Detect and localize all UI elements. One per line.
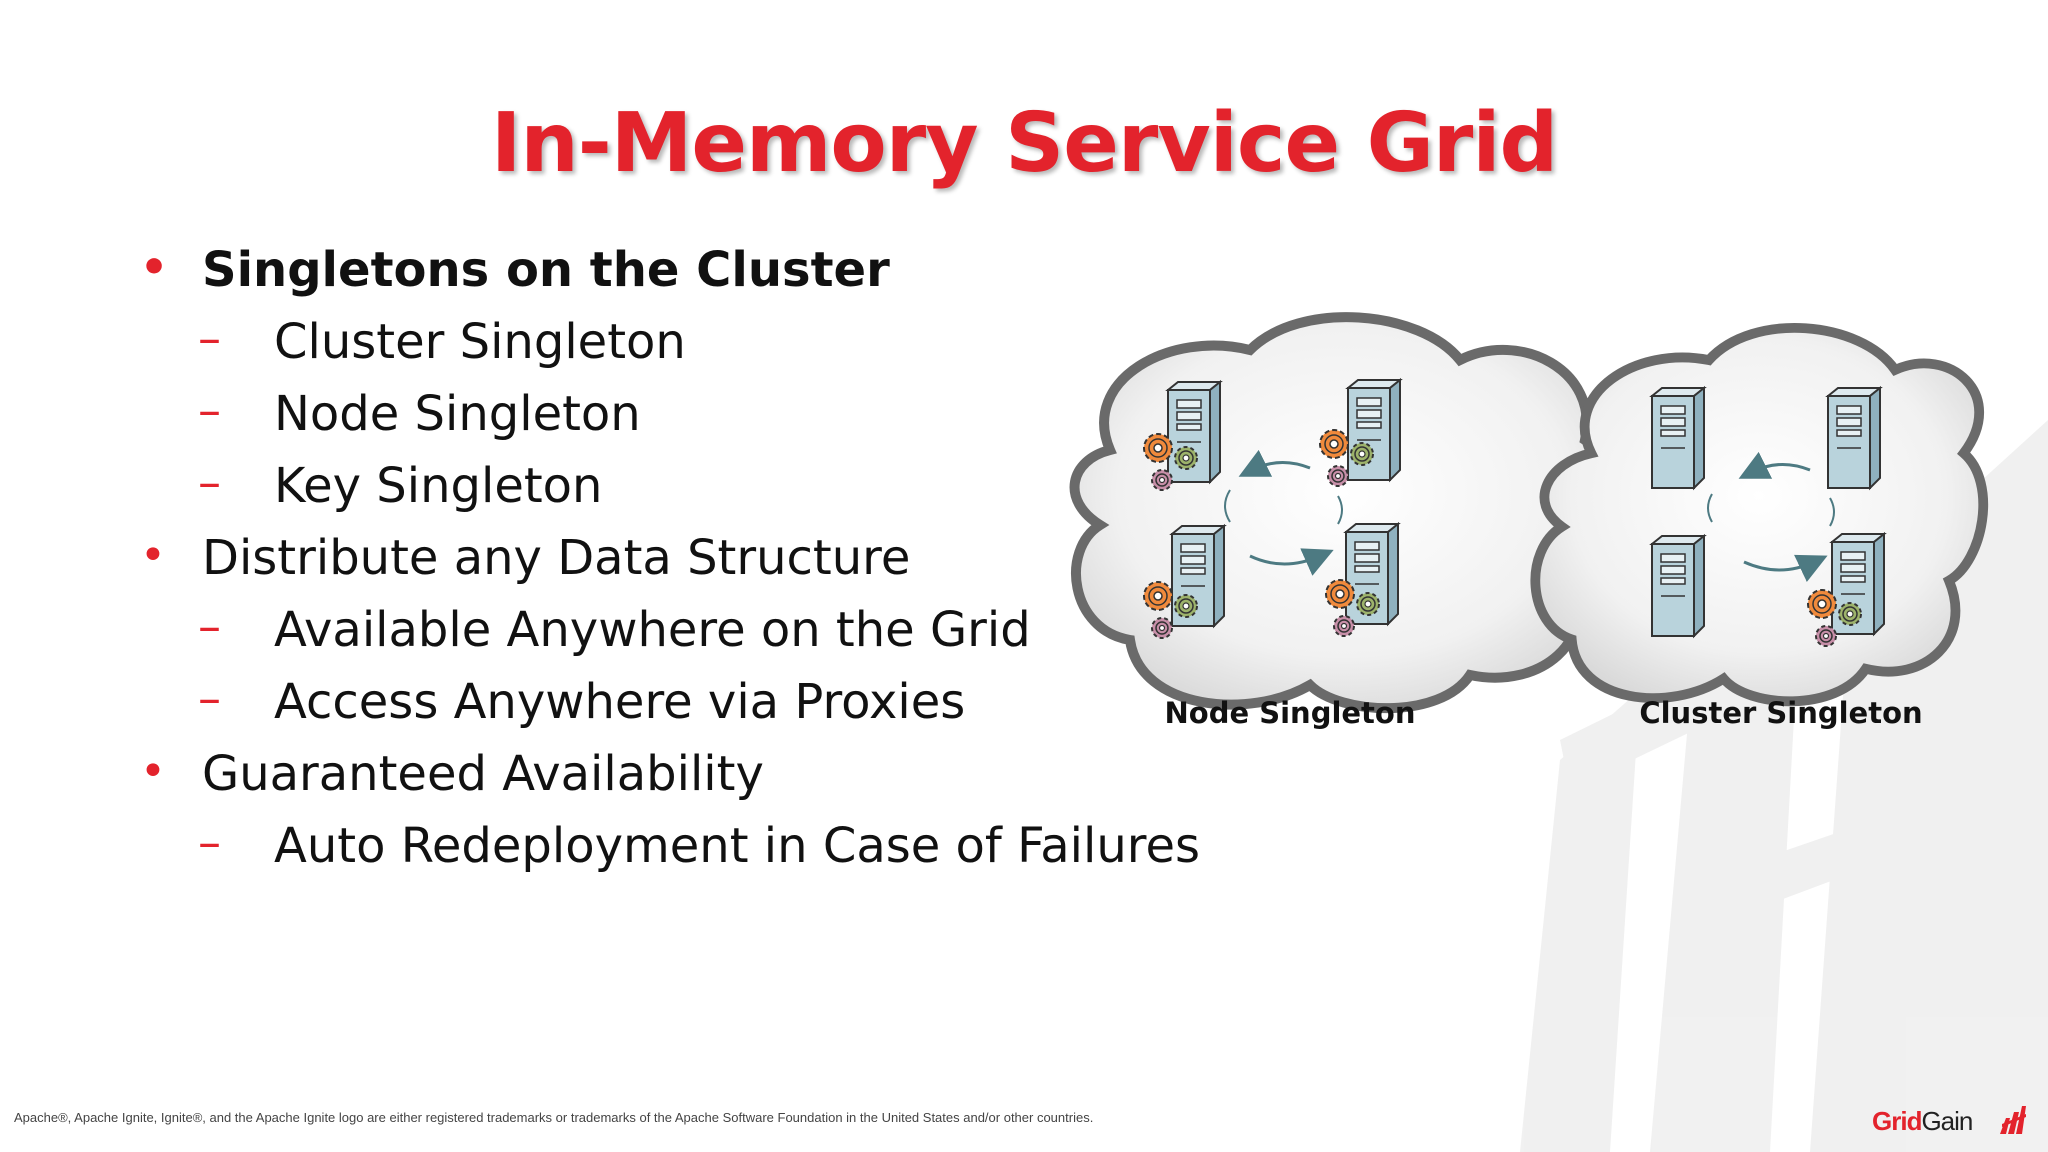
node-singleton-caption: Node Singleton — [1164, 696, 1416, 730]
bullet-text: Available Anywhere on the Grid — [274, 602, 1031, 658]
logo-part-1: Grid — [1872, 1106, 1922, 1136]
bullet-text: Key Singleton — [274, 458, 603, 514]
singleton-diagram-illustration — [1069, 312, 1989, 714]
bullet-text: Cluster Singleton — [274, 314, 686, 370]
singleton-diagram: Node Singleton Cluster Singleton — [1040, 310, 2020, 750]
server-icon — [1827, 387, 1881, 489]
dash-marker: – — [198, 671, 221, 725]
bullet-item: • Guaranteed Availability — [140, 744, 764, 804]
gridgain-logo: GridGain — [1872, 1100, 2026, 1142]
slide-title: In-Memory Service Grid — [490, 96, 1558, 191]
bullet-marker: • — [140, 746, 166, 797]
bullet-text: Guaranteed Availability — [202, 746, 764, 802]
bullet-text: Auto Redeployment in Case of Failures — [274, 818, 1200, 874]
dash-marker: – — [198, 599, 221, 653]
bullet-text: Singletons on the Cluster — [202, 242, 890, 298]
logo-wordmark: GridGain — [1872, 1106, 1973, 1137]
dash-marker: – — [198, 815, 221, 869]
dash-marker: – — [198, 455, 221, 509]
logo-mark-icon — [2000, 1106, 2026, 1134]
sub-bullet-item: – Key Singleton — [198, 455, 603, 516]
server-icon — [1347, 379, 1401, 481]
sub-bullet-item: – Node Singleton — [198, 383, 641, 444]
sub-bullet-item: – Auto Redeployment in Case of Failures — [198, 815, 1200, 876]
sub-bullet-item: – Cluster Singleton — [198, 311, 686, 372]
trademark-footer: Apache®, Apache Ignite, Ignite®, and the… — [14, 1110, 1094, 1125]
dash-marker: – — [198, 311, 221, 365]
bullet-text: Access Anywhere via Proxies — [274, 674, 966, 730]
bullet-text: Distribute any Data Structure — [202, 530, 911, 586]
bullet-text: Node Singleton — [274, 386, 641, 442]
bullet-marker: • — [140, 530, 166, 581]
server-icon — [1651, 535, 1705, 637]
cluster-singleton-cloud — [1530, 323, 1989, 707]
sub-bullet-item: – Available Anywhere on the Grid — [198, 599, 1031, 660]
cluster-singleton-caption: Cluster Singleton — [1639, 696, 1923, 730]
server-icon — [1651, 387, 1705, 489]
logo-part-2: Gain — [1921, 1106, 1973, 1136]
bullet-item: • Singletons on the Cluster — [140, 240, 890, 300]
dash-marker: – — [198, 383, 221, 437]
bullet-marker: • — [140, 242, 169, 293]
server-icon — [1167, 381, 1221, 483]
bullet-item: • Distribute any Data Structure — [140, 528, 911, 588]
node-singleton-cloud — [1069, 312, 1618, 714]
sub-bullet-item: – Access Anywhere via Proxies — [198, 671, 966, 732]
